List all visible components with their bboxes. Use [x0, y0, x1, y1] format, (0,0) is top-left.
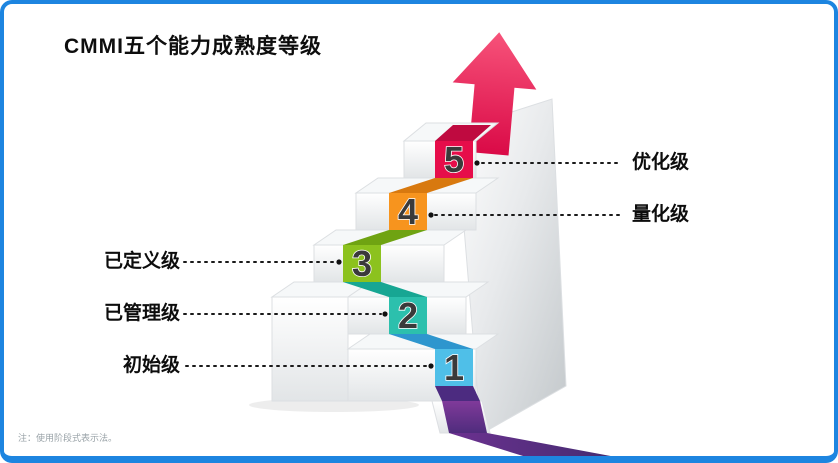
ribbon-purple-bend [435, 386, 480, 401]
level-number-1: 1 [444, 347, 464, 388]
ribbon-tread-5to4 [389, 178, 473, 193]
level-label-initial: 初始级 [122, 355, 180, 376]
leader-dot-level5 [474, 160, 480, 166]
ribbon-arrow-tread [435, 125, 491, 141]
level-label-defined: 已定义级 [103, 251, 180, 272]
ribbon-level1 [435, 349, 473, 386]
footnote: 注：使用阶段式表示法。 [18, 433, 118, 443]
ribbon-tread-2to1 [389, 334, 473, 349]
ribbon-level2 [389, 297, 427, 334]
ribbon-level3 [343, 245, 381, 282]
base-left-front [271, 296, 349, 402]
leader-dot-level3 [336, 259, 342, 265]
level-number-5: 5 [444, 139, 464, 180]
ribbon-level4 [389, 193, 427, 230]
level-number-4: 4 [398, 191, 418, 232]
ribbon-purple-front [442, 401, 487, 433]
leader-dot-level1 [428, 363, 434, 369]
ribbon-tread-3to2 [343, 282, 427, 297]
level-number-3: 3 [352, 243, 372, 284]
leader-lines [183, 160, 621, 369]
page-title: CMMI五个能力成熟度等级 [64, 35, 322, 58]
maturity-staircase-diagram: 5 4 3 2 1 [183, 32, 621, 456]
level-label-optimizing: 优化级 [632, 152, 690, 173]
ribbon-purple-flow [449, 433, 611, 456]
ribbon [343, 125, 611, 456]
ribbon-tread-4to3 [343, 230, 427, 245]
level-number-2: 2 [398, 295, 418, 336]
leader-dot-level2 [382, 311, 388, 317]
leader-dot-level4 [428, 212, 434, 218]
level-label-quantified: 量化级 [632, 204, 690, 225]
ribbon-level5 [435, 141, 473, 178]
level-label-managed: 已管理级 [103, 303, 180, 324]
